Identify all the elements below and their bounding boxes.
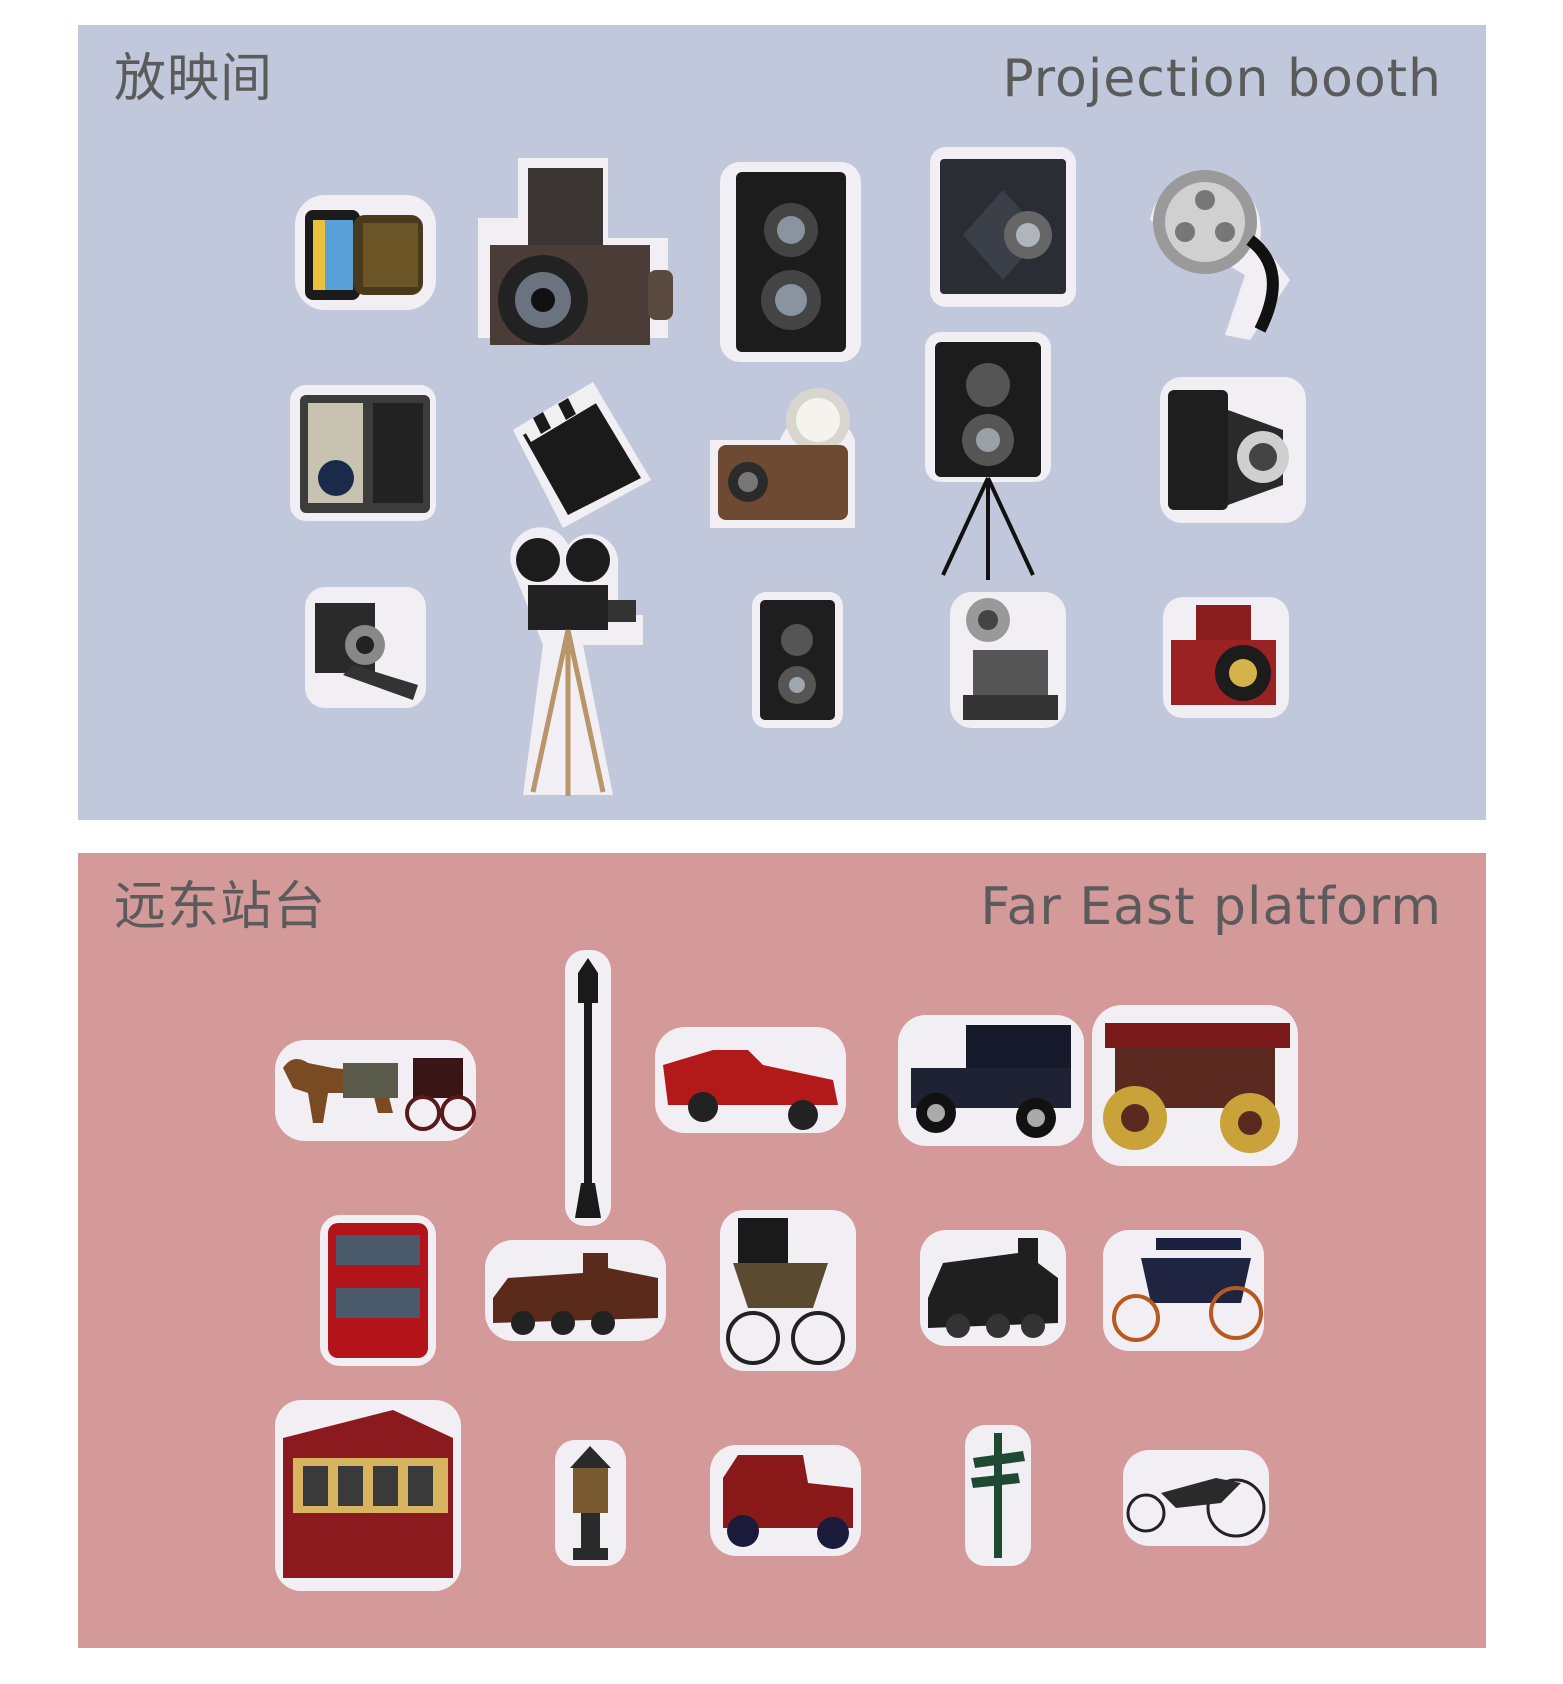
film-reel-icon (1140, 160, 1300, 350)
double-decker-bus-icon (318, 1213, 438, 1368)
steam-locomotive-icon (483, 1238, 668, 1343)
clapperboard-icon (503, 380, 653, 530)
instant-camera-icon (288, 383, 438, 523)
vintage-black-car-icon (896, 1013, 1086, 1148)
far-east-platform-panel: 远东站台 Far East platform (78, 853, 1486, 1648)
folding-camera-icon (1158, 375, 1308, 525)
early-motorcar-icon (1121, 1448, 1271, 1548)
section-title-en: Far East platform (980, 877, 1442, 937)
projection-booth-panel: 放映间 Projection booth (78, 25, 1486, 820)
horse-carriage-icon (273, 1038, 478, 1143)
twin-lens-camera-icon (718, 160, 863, 365)
steam-traction-engine-icon (1090, 1003, 1300, 1168)
press-camera-icon (303, 585, 428, 710)
film-projector-icon (948, 590, 1068, 730)
horse-buggy-icon (1101, 1228, 1266, 1353)
flash-camera-icon (708, 380, 863, 530)
twin-lens-camera-tripod-icon (923, 330, 1053, 585)
film-roll-icon (293, 185, 438, 315)
section-title-zh: 放映间 (114, 49, 274, 109)
vintage-red-car-icon (708, 1443, 863, 1558)
medium-format-camera-icon (478, 150, 683, 365)
red-convertible-icon (653, 1025, 848, 1135)
lantern-icon (553, 1438, 628, 1568)
black-locomotive-icon (918, 1228, 1068, 1348)
red-medium-format-camera-icon (1161, 595, 1291, 720)
box-camera-icon (928, 145, 1078, 310)
section-title-zh: 远东站台 (114, 877, 327, 937)
tram-icon (273, 1398, 463, 1593)
baby-pram-icon (718, 1208, 858, 1373)
small-twin-lens-camera-icon (750, 590, 845, 730)
section-title-en: Projection booth (1002, 49, 1442, 109)
street-lamp-icon (563, 948, 613, 1228)
movie-camera-tripod-icon (508, 527, 643, 800)
signpost-icon (963, 1423, 1033, 1568)
